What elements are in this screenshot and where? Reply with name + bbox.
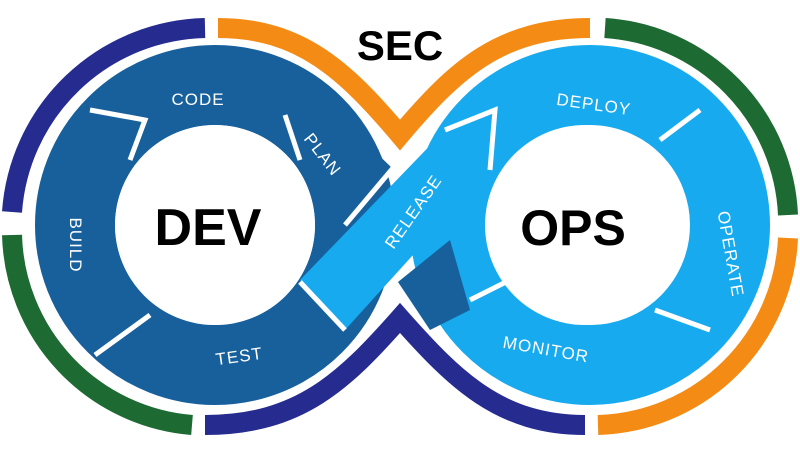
release-band	[300, 110, 495, 330]
outer-arc-green-top-right	[604, 18, 798, 216]
outer-arc-navy-bottom	[204, 302, 586, 435]
outer-arc-green-bottom-left	[2, 234, 193, 435]
outer-arc-orange-bottom-right	[597, 237, 798, 435]
ops-hub	[485, 125, 685, 325]
outer-arc-navy-top-left	[2, 18, 206, 213]
hub-ops: OPS	[520, 200, 626, 256]
stage-code: CODE	[171, 90, 224, 109]
title-sec: SEC	[357, 22, 443, 69]
hub-dev: DEV	[155, 199, 262, 257]
ops-ring	[410, 45, 770, 405]
plan-segment	[288, 108, 392, 222]
outer-arc-orange-top	[217, 18, 591, 151]
stage-build: BUILD	[66, 217, 85, 272]
dev-hub	[115, 125, 315, 325]
dev-lower-cross	[398, 240, 470, 330]
